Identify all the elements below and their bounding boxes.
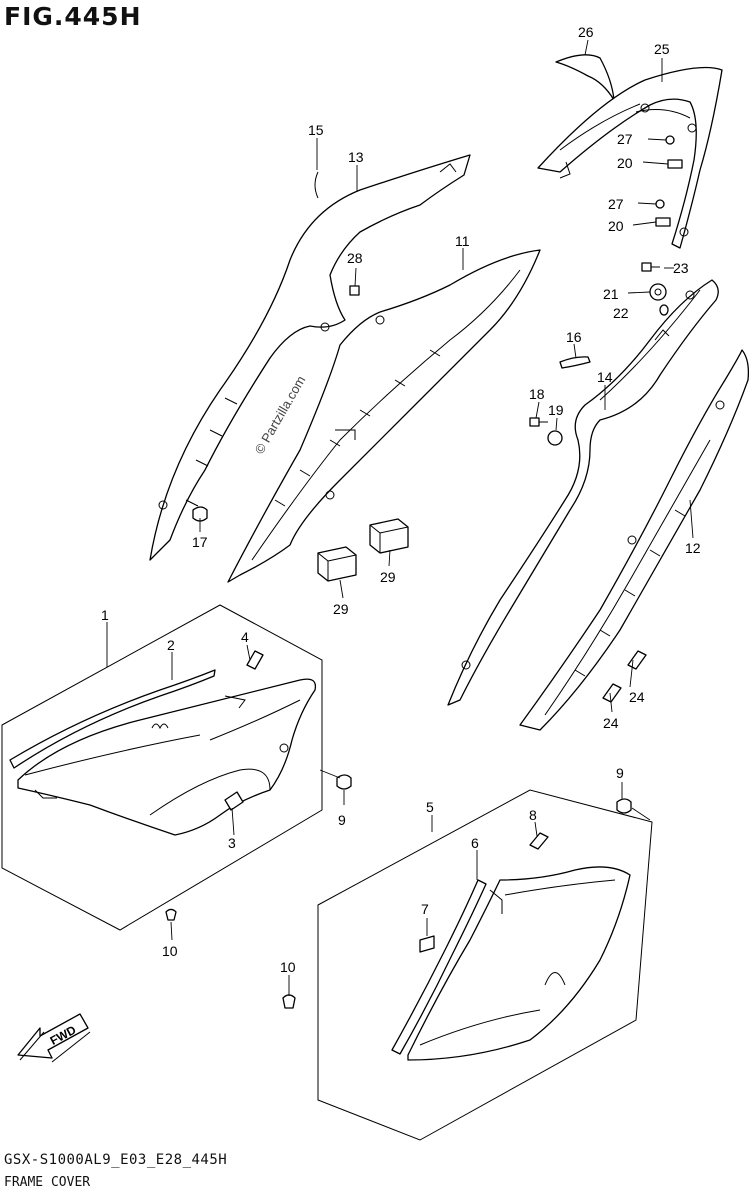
- part-9a[interactable]: [336, 774, 352, 790]
- watermark: © Partzilla.com: [252, 373, 309, 456]
- assembly-1-box: [1, 604, 323, 931]
- part-20b[interactable]: [655, 217, 671, 227]
- part-4[interactable]: [246, 650, 264, 670]
- part-24b[interactable]: [602, 683, 622, 703]
- callout-19[interactable]: 19: [548, 402, 564, 418]
- callout-29b[interactable]: 29: [380, 569, 396, 585]
- callout-24b[interactable]: 24: [603, 715, 619, 731]
- part-17[interactable]: [192, 506, 208, 522]
- callout-16[interactable]: 16: [566, 329, 582, 345]
- part-8[interactable]: [529, 832, 549, 850]
- part-26[interactable]: [555, 54, 615, 101]
- part-27b[interactable]: [655, 199, 665, 209]
- callout-21[interactable]: 21: [603, 286, 619, 302]
- callout-4[interactable]: 4: [241, 629, 249, 645]
- part-28[interactable]: [349, 285, 360, 296]
- callout-23[interactable]: 23: [673, 260, 689, 276]
- callout-15[interactable]: 15: [308, 122, 324, 138]
- part-1[interactable]: [17, 678, 317, 836]
- callout-17[interactable]: 17: [192, 534, 208, 550]
- callout-18[interactable]: 18: [529, 386, 545, 402]
- callout-22[interactable]: 22: [613, 305, 629, 321]
- callout-14[interactable]: 14: [597, 369, 613, 385]
- callout-9a[interactable]: 9: [338, 812, 346, 828]
- part-12[interactable]: [519, 349, 750, 731]
- callout-5[interactable]: 5: [426, 799, 434, 815]
- part-29b[interactable]: [369, 518, 409, 554]
- callout-12[interactable]: 12: [685, 540, 701, 556]
- callout-26[interactable]: 26: [578, 24, 594, 40]
- part-15[interactable]: [314, 171, 319, 199]
- callout-28[interactable]: 28: [347, 250, 363, 266]
- part-18[interactable]: [529, 417, 548, 427]
- callout-labels: 1 2 3 4 5 6 7 8 9 9 10 10 11 12 13 14 15…: [101, 24, 701, 975]
- callout-7[interactable]: 7: [421, 901, 429, 917]
- part-16[interactable]: [559, 356, 591, 369]
- callout-9b[interactable]: 9: [616, 765, 624, 781]
- part-23[interactable]: [641, 262, 660, 272]
- part-13[interactable]: [149, 154, 471, 561]
- callout-27b[interactable]: 27: [608, 196, 624, 212]
- figure-code: GSX-S1000AL9_E03_E28_445H: [4, 1152, 228, 1168]
- part-20a[interactable]: [667, 159, 683, 169]
- callout-1[interactable]: 1: [101, 607, 109, 623]
- part-10a[interactable]: [165, 908, 177, 921]
- part-22[interactable]: [659, 304, 669, 316]
- callout-20a[interactable]: 20: [617, 155, 633, 171]
- callout-24a[interactable]: 24: [629, 689, 645, 705]
- leader-lines: [106, 39, 694, 996]
- callout-10a[interactable]: 10: [162, 943, 178, 959]
- figure-name: FRAME COVER: [4, 1175, 91, 1190]
- part-19[interactable]: [547, 430, 563, 446]
- part-5[interactable]: [407, 866, 631, 1061]
- callout-27a[interactable]: 27: [617, 131, 633, 147]
- part-10b[interactable]: [282, 994, 296, 1009]
- part-7[interactable]: [419, 935, 435, 953]
- callout-29a[interactable]: 29: [333, 601, 349, 617]
- callout-6[interactable]: 6: [471, 835, 479, 851]
- part-6[interactable]: [391, 879, 487, 1055]
- part-9b[interactable]: [616, 798, 632, 814]
- callout-2[interactable]: 2: [167, 637, 175, 653]
- part-27a[interactable]: [665, 135, 675, 145]
- callout-13[interactable]: 13: [348, 149, 364, 165]
- callout-11[interactable]: 11: [455, 233, 470, 249]
- callout-3[interactable]: 3: [228, 835, 236, 851]
- part-29a[interactable]: [317, 546, 357, 582]
- fwd-arrow-icon: FWD: [17, 1013, 91, 1063]
- callout-25[interactable]: 25: [654, 41, 670, 57]
- callout-8[interactable]: 8: [529, 807, 537, 823]
- callout-10b[interactable]: 10: [280, 959, 296, 975]
- part-25[interactable]: [537, 66, 723, 249]
- assembly-5-box: [317, 789, 653, 1141]
- callout-20b[interactable]: 20: [608, 218, 624, 234]
- part-2[interactable]: [9, 669, 216, 769]
- part-21[interactable]: [649, 283, 667, 301]
- part-3[interactable]: [224, 791, 244, 811]
- part-24a[interactable]: [627, 650, 647, 670]
- figure-title: FIG.445H: [4, 2, 142, 31]
- part-14[interactable]: [447, 279, 719, 706]
- part-11[interactable]: [227, 249, 541, 583]
